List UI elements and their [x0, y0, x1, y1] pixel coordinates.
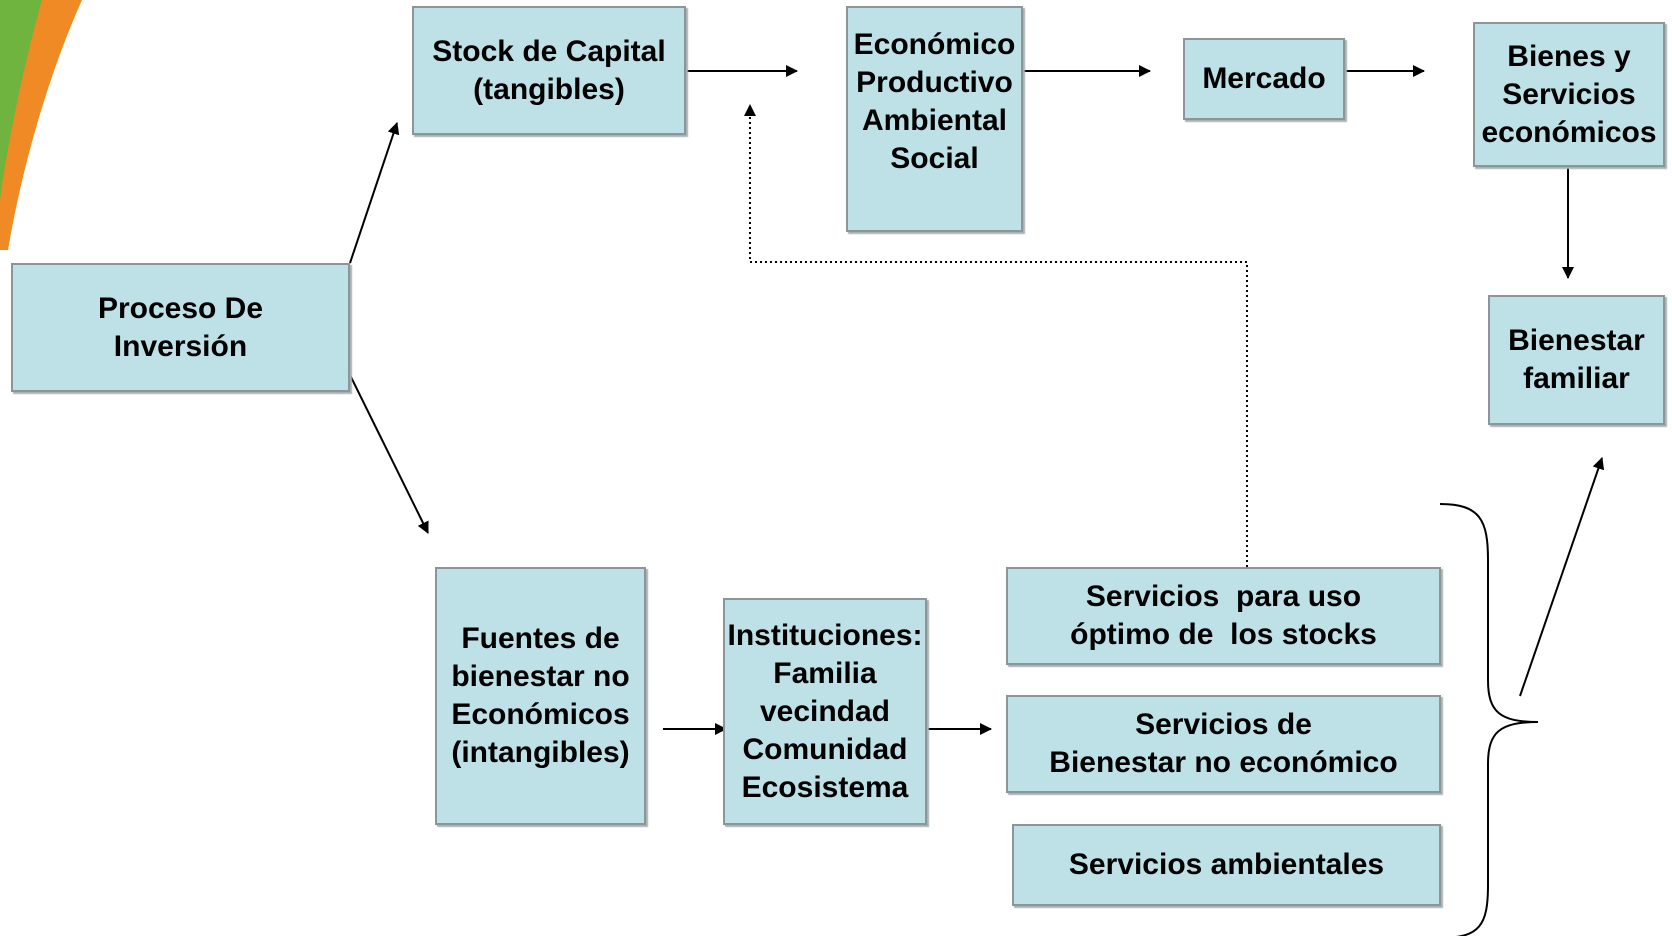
corner-swoosh-decoration [0, 0, 82, 250]
node-label: Económico Productivo Ambiental Social [853, 28, 1016, 175]
node-servicios-ambientales: Servicios ambientales [1012, 824, 1441, 906]
node-bienestar-familiar: Bienestar familiar [1488, 295, 1665, 425]
node-bienes-y-servicios: Bienes y Servicios económicos [1473, 22, 1665, 167]
node-dimensiones: Económico Productivo Ambiental Social [846, 6, 1023, 232]
node-instituciones: Instituciones: Familia vecindad Comunida… [723, 598, 927, 825]
arrow-proceso-to-stock [349, 122, 400, 264]
node-stock-de-capital: Stock de Capital (tangibles) [412, 6, 686, 135]
arrow-proceso-to-fuentes [349, 374, 429, 534]
node-label: Servicios de Bienestar no económico [1049, 708, 1398, 779]
node-proceso-de-inversion: Proceso De Inversión [11, 263, 350, 392]
services-curly-brace [1439, 503, 1539, 936]
node-label: Stock de Capital (tangibles) [432, 34, 666, 106]
node-label: Instituciones: Familia vecindad Comunida… [727, 618, 923, 804]
node-label: Servicios ambientales [1068, 848, 1385, 881]
node-servicios-bienestar-no-economico: Servicios de Bienestar no económico [1006, 695, 1441, 793]
node-label: Servicios para uso óptimo de los stocks [1070, 580, 1377, 651]
dotted-feedback-connector [744, 104, 1248, 567]
node-label: Fuentes de bienestar no Económicos (inta… [451, 622, 630, 769]
node-label: Bienes y Servicios económicos [1481, 39, 1657, 149]
node-label: Bienestar familiar [1508, 324, 1645, 395]
node-label: Proceso De Inversión [97, 291, 264, 363]
node-fuentes-de-bienestar: Fuentes de bienestar no Económicos (inta… [435, 567, 646, 825]
node-servicios-uso-optimo: Servicios para uso óptimo de los stocks [1006, 567, 1441, 665]
node-label: Mercado [1202, 62, 1326, 95]
node-mercado: Mercado [1183, 38, 1345, 120]
arrow-brace-to-bienestar [1519, 457, 1605, 697]
